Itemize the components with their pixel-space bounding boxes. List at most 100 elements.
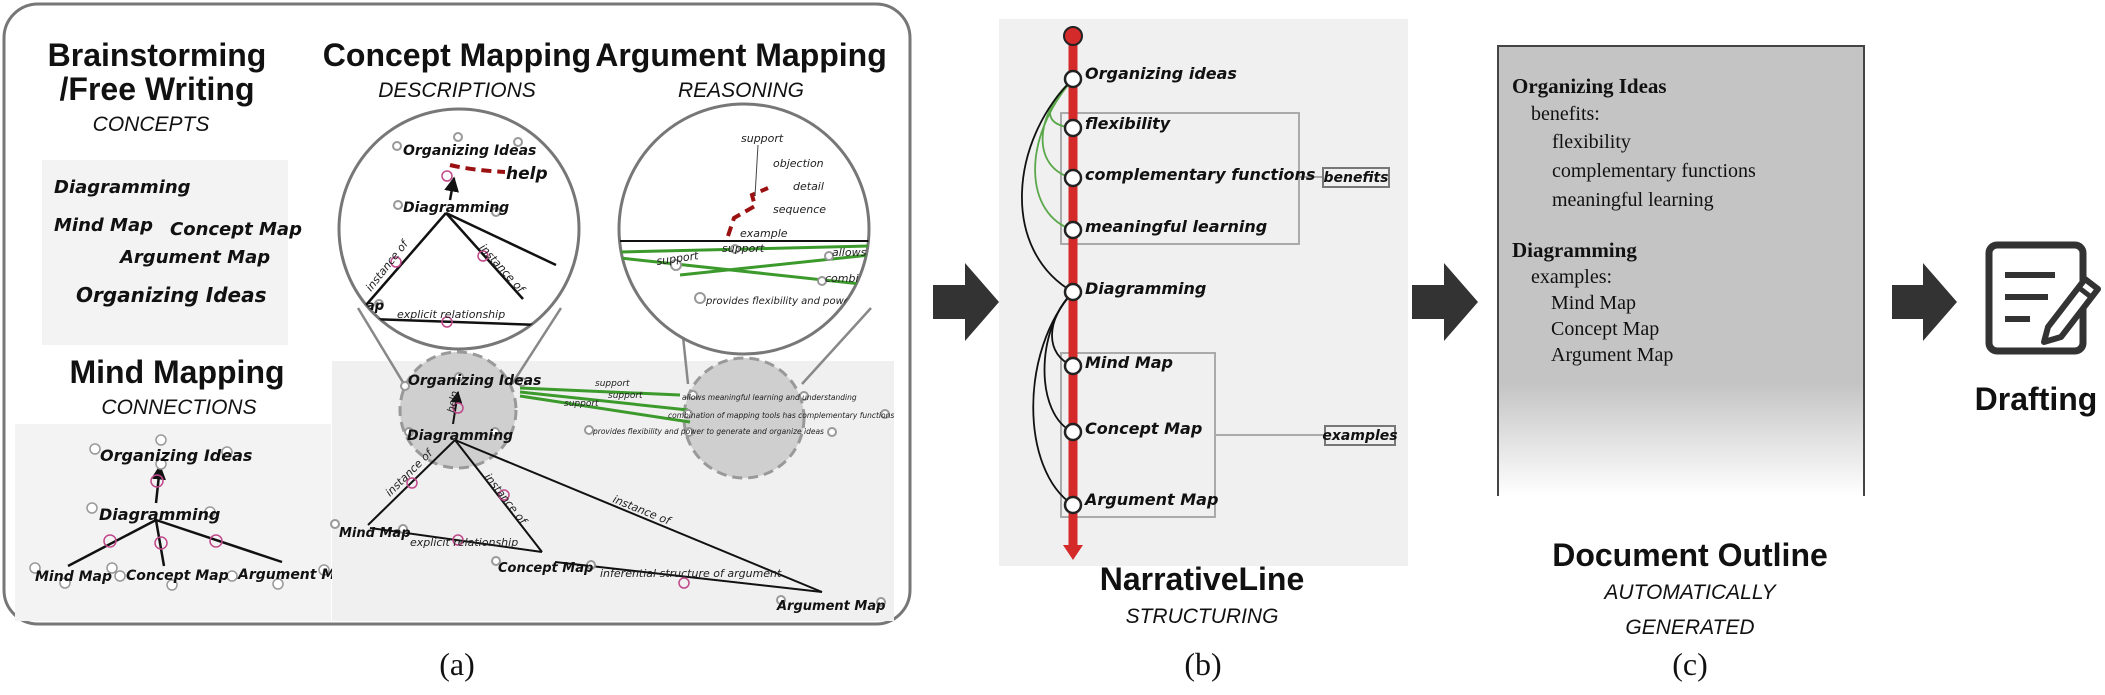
combined-explicit: explicit relationship bbox=[410, 536, 518, 549]
outline-subtitle-2: GENERATED bbox=[1625, 616, 1754, 639]
combined-mindmap: Mind Map bbox=[339, 526, 411, 541]
lens-arg-support-3: support bbox=[656, 249, 700, 268]
lens-arg-allows: allows bbox=[832, 246, 867, 259]
flow-arrow-icon bbox=[1892, 263, 1957, 341]
panel-c: Organizing Ideas benefits: flexibility c… bbox=[1497, 45, 1865, 682]
narrative-item: Mind Map bbox=[1085, 353, 1173, 372]
panel-d: Drafting bbox=[1975, 241, 2101, 417]
narrative-item: flexibility bbox=[1085, 114, 1171, 133]
examples-label: examples bbox=[1322, 428, 1397, 444]
lens-arg-objection: objection bbox=[773, 157, 824, 170]
lens-arg-support-1: support bbox=[741, 132, 784, 145]
brainstorm-title-2: /Free Writing bbox=[60, 71, 255, 107]
combined-map-dots bbox=[330, 372, 890, 607]
concept-title: Concept Mapping bbox=[323, 37, 591, 73]
narrative-arrow-icon bbox=[1063, 545, 1083, 560]
argument-lens bbox=[617, 102, 871, 356]
concept-subtitle: DESCRIPTIONS bbox=[378, 79, 536, 102]
mind-node-organizing: Organizing Ideas bbox=[100, 446, 252, 465]
examples-tag bbox=[1324, 425, 1396, 446]
caption-c: (c) bbox=[1672, 646, 1708, 682]
mind-node-mindmap: Mind Map bbox=[35, 569, 112, 585]
narrative-nodes bbox=[1063, 69, 1083, 515]
mind-node-diagramming: Diagramming bbox=[99, 505, 220, 524]
mind-map-gray-dots bbox=[29, 434, 330, 591]
outline-item: Mind Map bbox=[1551, 292, 1636, 314]
panel-b: benefits examples Organizing ideas bbox=[999, 19, 1408, 682]
mind-node-conceptmap: Concept Map bbox=[126, 568, 229, 584]
combined-organizing: Organizing Ideas bbox=[408, 373, 541, 389]
outline-item: Argument Map bbox=[1551, 344, 1673, 366]
concept-word: Organizing Ideas bbox=[76, 283, 267, 307]
narrativeline-subtitle: STRUCTURING bbox=[1126, 605, 1279, 628]
outline-item: Concept Map bbox=[1551, 318, 1659, 340]
narrative-start bbox=[1063, 26, 1083, 46]
narrative-connections bbox=[1021, 78, 1074, 506]
drafting-title: Drafting bbox=[1975, 381, 2098, 417]
outline-item: meaningful learning bbox=[1552, 189, 1714, 211]
mind-node-argumentmap: Argument Map bbox=[237, 567, 355, 583]
combined-support-2: support bbox=[608, 391, 643, 401]
narrative-item: Diagramming bbox=[1085, 279, 1206, 298]
lens-arg-detail: detail bbox=[793, 180, 824, 193]
narrative-item: Organizing ideas bbox=[1085, 64, 1237, 83]
lens-concept-organizing: Organizing Ideas bbox=[403, 143, 536, 159]
outline-group: examples: bbox=[1531, 266, 1612, 288]
mind-title: Mind Mapping bbox=[69, 354, 284, 390]
combined-conceptmap: Concept Map bbox=[498, 561, 593, 576]
lens-connectors bbox=[356, 307, 872, 385]
flow-arrow-icon bbox=[1412, 263, 1478, 341]
flow-arrow-icon bbox=[933, 263, 999, 341]
combined-diagramming: Diagramming bbox=[407, 428, 513, 444]
lens-concept-diagramming: Diagramming bbox=[403, 200, 509, 216]
mind-subtitle: CONNECTIONS bbox=[101, 396, 256, 419]
narrative-item: Concept Map bbox=[1085, 419, 1202, 438]
combined-support-1: support bbox=[595, 379, 630, 389]
zoom-circle-argument bbox=[682, 356, 806, 480]
narrative-item: meaningful learning bbox=[1085, 217, 1267, 236]
argument-lens-content: support objection detail sequence exampl… bbox=[619, 132, 869, 307]
outline-item: complementary functions bbox=[1552, 160, 1756, 182]
combined-support-3: support bbox=[564, 399, 599, 409]
narrativeline-title: NarrativeLine bbox=[1100, 561, 1305, 597]
outline-heading: Diagramming bbox=[1512, 238, 1637, 262]
concept-word: Concept Map bbox=[170, 219, 302, 240]
outline-title: Document Outline bbox=[1552, 537, 1828, 573]
lens-arg-support-2: support bbox=[722, 242, 765, 255]
benefits-label: benefits bbox=[1323, 170, 1388, 186]
outline-group: benefits: bbox=[1531, 103, 1600, 125]
lens-concept-explicit: explicit relationship bbox=[397, 308, 505, 321]
concepts-box bbox=[42, 160, 288, 345]
concept-word: Mind Map bbox=[54, 215, 153, 236]
benefits-tag bbox=[1322, 167, 1390, 188]
outline-page bbox=[1498, 46, 1864, 496]
argument-title: Argument Mapping bbox=[595, 37, 887, 73]
panel-a: Brainstorming /Free Writing CONCEPTS Dia… bbox=[2, 2, 912, 682]
document-pen-icon bbox=[1985, 241, 2101, 355]
concept-word: Diagramming bbox=[54, 177, 191, 198]
combined-provides: provides flexibility and power to genera… bbox=[592, 427, 824, 436]
outline-subtitle-1: AUTOMATICALLY bbox=[1602, 581, 1777, 604]
combined-allows: allows meaningful learning and understan… bbox=[682, 393, 857, 402]
lens-arg-provides: provides flexibility and power t bbox=[705, 296, 862, 307]
mind-map-pink-dots bbox=[103, 474, 223, 550]
combined-combination: combination of mapping tools has complem… bbox=[668, 411, 894, 420]
argument-subtitle: REASONING bbox=[678, 79, 804, 102]
narrative-item: Argument Map bbox=[1083, 490, 1218, 509]
lens-arg-example: example bbox=[740, 227, 788, 240]
brainstorm-title-1: Brainstorming bbox=[48, 37, 267, 73]
group-box-benefits bbox=[1060, 112, 1300, 245]
lens-concept-help: help bbox=[506, 164, 548, 184]
brainstorm-subtitle: CONCEPTS bbox=[93, 113, 210, 136]
combined-inferential: inferential structure of argument bbox=[600, 567, 782, 580]
caption-b: (b) bbox=[1184, 646, 1221, 682]
combined-argumentmap: Argument Map bbox=[776, 599, 885, 614]
combined-help: help bbox=[446, 390, 461, 413]
zoom-circle-concept bbox=[398, 350, 518, 470]
mind-map-diagram bbox=[67, 464, 283, 568]
concept-word: Argument Map bbox=[118, 247, 270, 268]
narrative-item: complementary functions bbox=[1085, 165, 1315, 184]
outline-heading: Organizing Ideas bbox=[1512, 74, 1667, 98]
lens-arg-sequence: sequence bbox=[773, 203, 826, 216]
